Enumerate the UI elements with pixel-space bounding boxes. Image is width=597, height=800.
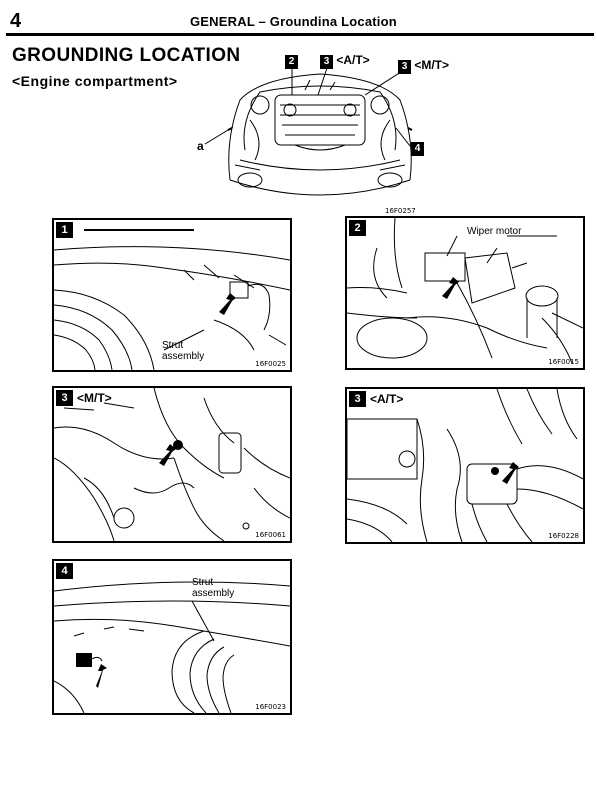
- panel-number: 3: [56, 390, 73, 406]
- detail-panel-1: 1 Strut assembly 16F0025: [52, 218, 292, 372]
- panel-variant: <A/T>: [370, 392, 404, 406]
- panel-number: 1: [56, 222, 73, 238]
- figure-code: 16F0015: [548, 358, 579, 366]
- panel-number: 2: [349, 220, 366, 236]
- callout-variant: <M/T>: [414, 58, 450, 72]
- label-assembly: assembly: [192, 588, 235, 599]
- header-rule: [6, 33, 594, 36]
- callout-4: 4: [411, 140, 424, 156]
- figure-code: 16F0023: [255, 703, 286, 711]
- panel-tag: 4: [56, 563, 73, 579]
- callout-a: a: [197, 139, 204, 153]
- label-strut: Strut: [162, 340, 184, 351]
- panel-tag: 3 <A/T>: [349, 391, 403, 407]
- figure-code: 16F0228: [548, 532, 579, 540]
- label-wiper-motor: Wiper motor: [467, 226, 522, 237]
- panel-number: 4: [56, 563, 73, 579]
- panel-tag: 1: [56, 222, 73, 238]
- label-strut: Strut: [192, 577, 214, 588]
- detail-panel-3-mt: 3 <M/T> 16F0061: [52, 386, 292, 543]
- figure-code-top: 16F0257: [385, 207, 416, 215]
- detail-panel-4: 4 Strut assembly 16F0023: [52, 559, 292, 715]
- callout-number: 3: [320, 55, 333, 69]
- label-assembly: assembly: [162, 351, 205, 362]
- panel-tag: 2: [349, 220, 366, 236]
- panel-variant: <M/T>: [77, 391, 112, 405]
- figure-code: 16F0025: [255, 360, 286, 368]
- figure-code: 16F0061: [255, 531, 286, 539]
- page-number: 4: [10, 10, 22, 32]
- callout-number: 4: [411, 142, 424, 156]
- callout-number: 3: [398, 60, 411, 74]
- header-title: GENERAL – Groundina Location: [190, 14, 397, 29]
- callout-3-mt: 3 <M/T>: [398, 58, 449, 74]
- section-subtitle: <Engine compartment>: [12, 73, 178, 89]
- engine-compartment-illustration: [220, 60, 420, 210]
- detail-panel-3-at: 3 <A/T> 16F0228: [345, 387, 585, 544]
- callout-variant: <A/T>: [336, 53, 370, 67]
- callout-3-at: 3 <A/T>: [320, 53, 370, 69]
- detail-panel-2: 2 Wiper motor 16F0015: [345, 216, 585, 370]
- page-title: GROUNDING LOCATION: [12, 45, 241, 66]
- overview-leader-lines: [204, 67, 411, 147]
- panel-tag: 3 <M/T>: [56, 390, 112, 406]
- callout-number: 2: [285, 55, 298, 69]
- panel-number: 3: [349, 391, 366, 407]
- callout-2: 2: [285, 53, 298, 69]
